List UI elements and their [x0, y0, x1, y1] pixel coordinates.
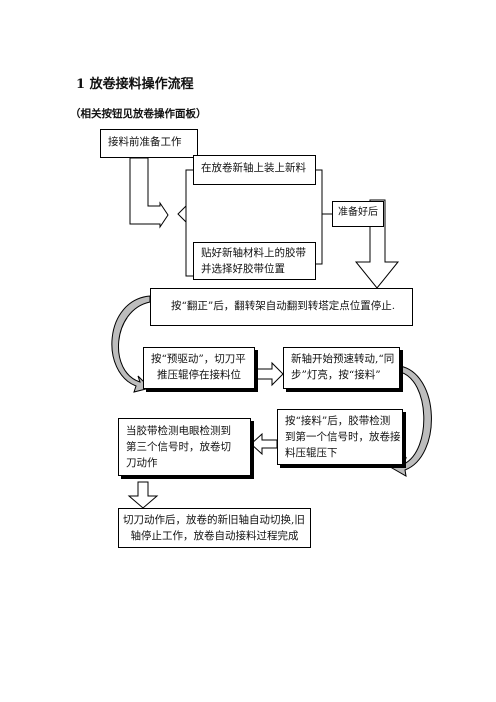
step-complete-line-1: 切刀动作后，放卷的新旧轴自动切换,旧 — [123, 514, 305, 526]
step-load-material-text: 在放卷新轴上装上新料 — [201, 162, 306, 174]
step-splice-line-3: 料压辊压下 — [285, 447, 338, 459]
step-prepare-text: 接料前准备工作 — [108, 136, 182, 148]
step-sensor-line-3: 刀动作 — [126, 457, 158, 469]
step-speed-box: 新轴开始预速转动,“同 步”灯亮，按“接料” — [283, 347, 400, 389]
step-splice-line-2: 到第一个信号时，放卷接 — [285, 431, 401, 443]
step-ready-text: 准备好后 — [338, 207, 378, 218]
step-flip-box: 按“翻正”后，翻转架自动翻到转塔定点位置停止. — [150, 288, 413, 326]
step-tape-line-1: 贴好新轴材料上的胶带 — [201, 247, 306, 259]
step-complete-box: 切刀动作后，放卷的新旧轴自动切换,旧 轴停止工作，放卷自动接料过程完成 — [118, 508, 311, 548]
flow-arrow-ready-down — [354, 199, 400, 289]
page-title: 1 放卷接料操作流程 — [76, 77, 194, 92]
step-load-material-box: 在放卷新轴上装上新料 — [193, 155, 316, 185]
step-sensor-line-2: 第三个信号时，放卷切 — [126, 441, 231, 453]
step-speed-line-2: 步”灯亮，按“接料” — [291, 369, 381, 381]
step-predrive-line-2: 推压辊停在接料位 — [157, 369, 241, 381]
flow-arrow-prepare-to-brace — [129, 157, 169, 229]
page-subtitle: （相关按钮见放卷操作面板） — [70, 108, 207, 120]
step-flip-text: 按“翻正”后，翻转架自动翻到转塔定点位置停止. — [171, 300, 396, 312]
step-predrive-box: 按“预驱动”，切刀平 推压辊停在接料位 — [143, 347, 255, 389]
flow-arrow-sensor-to-complete — [127, 481, 159, 509]
step-sensor-line-1: 当胶带检测电眼检测到 — [126, 425, 231, 437]
flow-arrow-splice-to-sensor — [250, 432, 278, 456]
step-tape-line-2: 并选择好胶带位置 — [201, 263, 285, 275]
step-prepare-box: 接料前准备工作 — [100, 129, 198, 158]
flow-arrow-speed-to-splice — [391, 365, 432, 477]
flow-arrow-flip-to-predrive — [111, 295, 151, 393]
step-splice-box: 按“接料”后，胶带检测 到第一个信号时，放卷接 料压辊压下 — [277, 409, 403, 465]
flow-arrow-predrive-to-speed — [254, 361, 284, 387]
step-speed-line-1: 新轴开始预速转动,“同 — [291, 353, 395, 365]
step-tape-box: 贴好新轴材料上的胶带 并选择好胶带位置 — [193, 242, 316, 280]
flow-brace-preparation — [177, 169, 193, 277]
flow-lines-to-ready — [316, 169, 332, 265]
step-splice-line-1: 按“接料”后，胶带检测 — [285, 415, 391, 427]
step-sensor-box: 当胶带检测电眼检测到 第三个信号时，放卷切 刀动作 — [118, 418, 251, 476]
step-predrive-line-1: 按“预驱动”，切刀平 — [151, 353, 246, 365]
step-complete-line-2: 轴停止工作，放卷自动接料过程完成 — [130, 530, 299, 542]
step-ready-box: 准备好后 — [332, 201, 384, 227]
